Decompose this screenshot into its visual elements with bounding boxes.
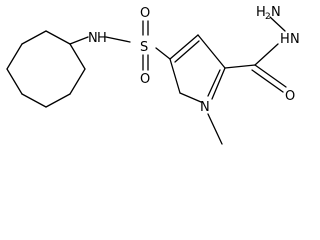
bond-nh-s <box>105 36 131 43</box>
cyclohexane-ring <box>6 30 86 108</box>
pyrrole-ring <box>169 34 226 103</box>
bond-ring-nh <box>69 36 89 45</box>
amino-subscript-label: 2 <box>265 12 271 22</box>
hydrazide-h-label: H <box>280 32 290 47</box>
pyrrole-n-label: N <box>200 100 210 115</box>
amino-h-label: H <box>256 5 266 20</box>
bond-nh-nh2 <box>269 16 286 32</box>
molecule-structure: N H S O O N O H N H 2 N <box>6 5 300 145</box>
bond-n-methyl <box>207 113 223 145</box>
sulfonyl-o-top-label: O <box>140 6 150 21</box>
bond-s-ring <box>155 47 171 60</box>
carbonyl-double-bond <box>251 64 287 93</box>
sulfur-label: S <box>140 40 148 55</box>
bond-carbonyl-nh <box>254 43 279 66</box>
sulfonyl-o-bottom-label: O <box>140 72 150 87</box>
sulfonyl-bonds <box>142 20 149 71</box>
amide-n-label: N <box>88 31 98 46</box>
bond-ring-carbonyl <box>224 64 256 69</box>
amide-h-label: H <box>97 31 107 46</box>
amino-n-label: N <box>271 5 281 20</box>
hydrazide-n-label: N <box>290 32 300 47</box>
carbonyl-o-label: O <box>285 89 295 104</box>
